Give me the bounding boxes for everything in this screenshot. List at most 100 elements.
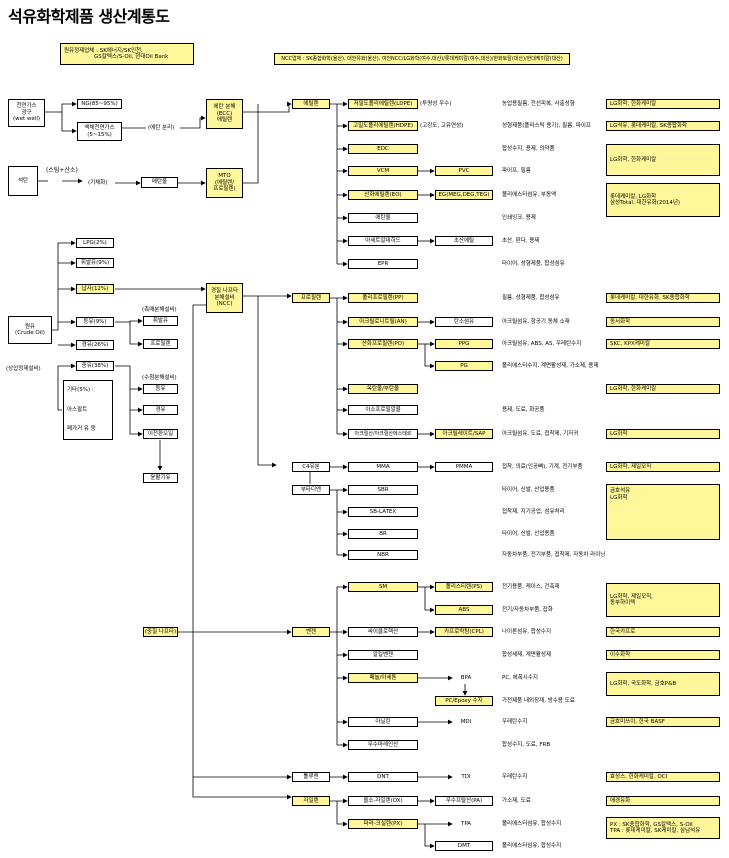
mma-box: MMA — [348, 462, 418, 472]
propylene-r-box: 프로필렌 — [143, 339, 178, 349]
butadiene-hub: 부타디엔 — [292, 485, 330, 495]
page-title: 석유화학제품 생산계통도 — [8, 7, 170, 26]
pa-box: 무수프탈산(PA) — [435, 796, 493, 806]
cyclohexane-box: 싸이클로헥산 — [348, 627, 418, 637]
vcm-box: VCM — [348, 166, 418, 176]
px-box: 파라-크실렌(PX) — [348, 819, 418, 829]
naphtha-box: 납사(12%) — [76, 284, 114, 294]
cpl-use: 나이론섬유, 합성수지 — [502, 629, 552, 635]
acetaldehyde-use: 초산, 판다, 용제 — [502, 238, 540, 244]
edc-use: 합성수지, 용제, 의약품 — [502, 146, 555, 152]
lube-box: 이전환오일 — [143, 429, 178, 439]
ethylene-hub: 에틸렌 — [292, 99, 330, 109]
pc-epoxy-use: 가전제품 내외장재, 방수용 도료 — [502, 698, 575, 704]
sbr-use: 타이어, 신발, 산업용품 — [502, 487, 555, 493]
phenol-box: 페놀/아세톤 — [348, 673, 418, 683]
sm-company: LG화학, 제일모직, 동부하이텍 — [606, 583, 720, 617]
dnt-box: DNT — [348, 772, 418, 782]
ng-box: NG(85~95%) — [77, 99, 122, 109]
ox-box: 올소-자일렌(OX) — [348, 796, 418, 806]
kerosene-box: 등유(9%) — [76, 317, 114, 327]
pc-epoxy-box: PC/Epoxy 수지 — [435, 696, 493, 706]
eg-box: EG(MEG,DEG,TEG) — [435, 190, 493, 200]
mma-company: LG화학, 제일모직 — [606, 462, 720, 472]
vcm-use: 파이프, 필름 — [502, 168, 531, 174]
mto-box: MTO (에틸렌/ 프로필렌) — [206, 168, 243, 198]
acrylic-acid-box: 아크릴산/아크릴산에스테르 — [348, 429, 418, 439]
wet-gas-box: 액체천연가스 (5~15%) — [77, 122, 122, 141]
diesel2-box: 경유 — [143, 405, 178, 415]
tdi-box: TDI — [461, 773, 471, 780]
reformer-label: (촉매분해설비) — [142, 307, 177, 313]
maleic-use: 합성수지, 도료, FRB — [502, 742, 551, 748]
mdi-box: MDI — [460, 718, 472, 725]
nbr-box: NBR — [348, 550, 418, 560]
po-company: SKC, KPX케미칼 — [606, 339, 720, 349]
maleic-box: 무수마레인산 — [348, 740, 418, 750]
ethanol-box: 에탄올 — [348, 213, 418, 223]
carbon-fiber-box: 탄소섬유 — [435, 317, 493, 327]
nbr-use: 자동차부품, 전기부품, 접착제, 자동차 라이닝 — [502, 552, 606, 558]
pvc-box: PVC — [435, 166, 493, 176]
px-company: PX : SK종합화학, GS칼텍스, S-Oil TPA : 롯데케미칼, S… — [606, 817, 720, 839]
ethyl-acetate-box: 초산에틸 — [435, 236, 493, 246]
refinery-label: (상압정제설비) — [6, 366, 41, 372]
sm-box: SM — [348, 582, 418, 592]
tpa-use: 폴리에스터섬유, 합성수지 — [502, 821, 562, 827]
acetaldehyde-box: 아세트알데히드 — [348, 236, 418, 246]
epr-use: 타이어, 성형제품, 합성섬유 — [502, 261, 565, 267]
cpl-company: 한국카프로 — [606, 627, 720, 637]
hdpe-use: 성형제품(플라스틱 용기), 필름, 파이프 — [502, 123, 591, 129]
alkylbenzene-box: 알킬벤젠 — [348, 650, 418, 660]
octanol-box: 옥탄올/부탄올 — [348, 384, 418, 394]
dmt-use: 폴리에스터섬유, 합성수지 — [502, 843, 562, 849]
gasoline-box: 휘발유 — [143, 316, 178, 326]
pg-use: 폴리에스터수지, 계면활성제, 가소제, 용제 — [502, 363, 599, 369]
toluene-hub: 톨루엔 — [292, 772, 330, 782]
octanol-company: LG화학, 한화케미칼 — [606, 384, 720, 394]
edc-box: EDC — [348, 144, 418, 154]
mdi-use: 우레탄수지 — [502, 719, 528, 725]
abs-box: ABS — [435, 605, 493, 615]
vcm-company: LG화학, 한화케미칼 — [606, 144, 720, 176]
mdi-company: 금호미쓰이, 한국 BASF — [606, 717, 720, 727]
ipa-use: 용제, 도료, 화공품 — [502, 407, 545, 413]
bpa-company: LG화학, 국도화학, 금호P&B — [606, 672, 720, 696]
pg-box: PG — [435, 361, 493, 371]
fuel-oil-box: 중유(38%) — [76, 361, 114, 371]
gasify-label: (기체화) — [88, 180, 108, 186]
ncc-note: NCC업체 : SK종합화학(울산), 대한유화(울산), 여천NCC/LG화학… — [274, 53, 570, 65]
heavy-naphtha-box: 휘발유(9%) — [76, 258, 114, 268]
ldpe-note: (투명성 우수) — [420, 101, 452, 107]
tpa-box: TPA — [460, 820, 472, 827]
pp-use: 필름, 성형제품, 합성섬유 — [502, 295, 560, 301]
acrylic-company: LG화학 — [606, 429, 720, 439]
po-box: 산화프로필렌(PO) — [348, 339, 418, 349]
xylene-hub: 자일렌 — [292, 796, 330, 806]
sblatex-use: 접착제, 지기공업, 섬유처리 — [502, 509, 565, 515]
hydrocrack-label: (수첨분해설비) — [142, 375, 177, 381]
base-oil-box: 윤활기유 — [143, 473, 178, 483]
ps-box: 폴리스티렌(PS) — [435, 582, 493, 592]
eo-box: 산화에틸렌(EO) — [348, 190, 418, 200]
sbr-box: SBR — [348, 485, 418, 495]
rubber-company: 금호석유 LG화학 — [606, 484, 720, 540]
pp-box: 폴리프로필렌(PP) — [348, 293, 418, 303]
benzene-hub: 벤젠 — [292, 627, 330, 637]
an-use: 아크릴섬유, 항공기 동체 소재 — [502, 319, 570, 325]
hdpe-box: 고밀도폴리에틸렌(HDPE) — [348, 121, 418, 131]
pmma-box: PMMA — [435, 462, 493, 472]
c4-hub: C4유분 — [292, 462, 330, 472]
br-use: 타이어, 신발, 산업용품 — [502, 531, 555, 537]
lpg-box: LPG(2%) — [76, 238, 114, 248]
bpa-box: BPA — [460, 674, 472, 681]
heavy-naphtha-label: (중질 나프타) — [143, 627, 178, 637]
sblatex-box: SB-LATEX — [348, 507, 418, 517]
pa-use: 가소제, 도료 — [502, 798, 531, 804]
eo-use: 폴리에스터섬유, 부동액 — [502, 192, 557, 198]
kerosene2-box: 등유 — [143, 384, 178, 394]
natural-gas-source: 천연가스 광구 (wet well) — [8, 99, 45, 127]
sap-box: 아크릴레이트/SAP — [435, 429, 493, 439]
epr-box: EPR — [348, 259, 418, 269]
ethanol-use: 인쇄잉크, 용제 — [502, 215, 536, 221]
